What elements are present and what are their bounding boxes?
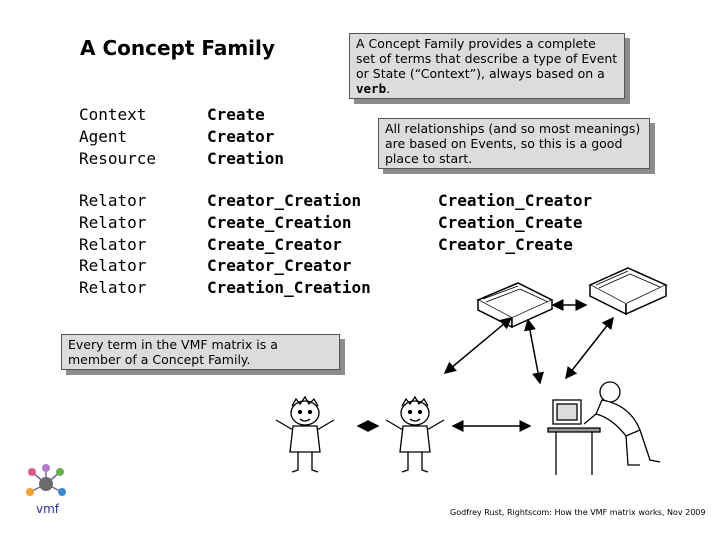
- term-type-resource: Resource: [79, 148, 157, 168]
- vmf-matrix-note: Every term in the VMF matrix is a member…: [61, 334, 340, 370]
- term-create: Create: [207, 105, 265, 124]
- relator-term: Creation_Create: [438, 212, 583, 232]
- relator-term: Creation_Creation: [207, 278, 371, 298]
- person-icon: [275, 395, 335, 473]
- credit-line: Godfrey Rust, Rightscom: How the VMF mat…: [450, 508, 706, 517]
- concept-family-note-end: .: [386, 81, 391, 96]
- relator-term: Creator_Creation: [207, 191, 362, 210]
- relator-type: Relator: [79, 191, 147, 210]
- relator-type: Relator: [79, 212, 147, 232]
- book-icon: [588, 267, 668, 316]
- term-type-context: Context: [79, 105, 147, 124]
- slide-title: A Concept Family: [80, 36, 275, 60]
- relator-term: Creation_Creator: [438, 191, 593, 210]
- vmf-matrix-note-text: Every term in the VMF matrix is a member…: [68, 337, 278, 367]
- vmf-logo-text: vmf: [36, 502, 60, 516]
- relator-column-1: Creator_Creation Create_Creation Create_…: [207, 190, 371, 299]
- term-creation: Creation: [207, 148, 285, 168]
- relator-term: Creator_Creator: [207, 256, 352, 276]
- relationships-note-text: All relationships (and so most meanings)…: [385, 121, 641, 166]
- relator-term: Create_Creation: [207, 212, 352, 232]
- term-column: Create Creator Creation: [207, 104, 284, 169]
- concept-family-note-verb: verb: [356, 81, 387, 96]
- computer-user-icon: [547, 381, 661, 475]
- relator-term: Creator_Create: [438, 234, 573, 254]
- term-type-agent: Agent: [79, 126, 128, 146]
- relator-type: Relator: [79, 234, 147, 254]
- relationships-note: All relationships (and so most meanings)…: [378, 118, 650, 169]
- relator-column-2: Creation_Creator Creation_Create Creator…: [438, 190, 592, 255]
- concept-family-note: A Concept Family provides a complete set…: [349, 33, 625, 99]
- relator-type: Relator: [79, 278, 147, 298]
- relator-type-column: Relator Relator Relator Relator Relator: [79, 190, 146, 299]
- term-type-column: Context Agent Resource: [79, 104, 156, 169]
- concept-family-note-text: A Concept Family provides a complete set…: [356, 36, 618, 81]
- person-icon: [385, 395, 445, 473]
- relator-type: Relator: [79, 256, 147, 276]
- relationship-arrows: [356, 299, 614, 432]
- term-creator: Creator: [207, 126, 275, 146]
- relator-term: Create_Creator: [207, 234, 342, 254]
